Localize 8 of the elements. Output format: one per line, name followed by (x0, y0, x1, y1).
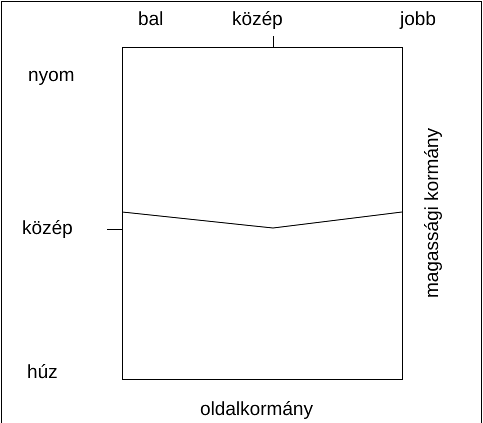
axis-label: bal (138, 10, 164, 29)
axis-label: húz (27, 363, 58, 382)
axis-title: oldalkormány (200, 400, 313, 419)
axis-label: jobb (400, 10, 436, 29)
axis-label: közép (232, 10, 283, 29)
axis-label: nyom (28, 66, 74, 85)
axis-title: magassági kormány (422, 128, 442, 298)
axis-label: közép (22, 219, 73, 238)
